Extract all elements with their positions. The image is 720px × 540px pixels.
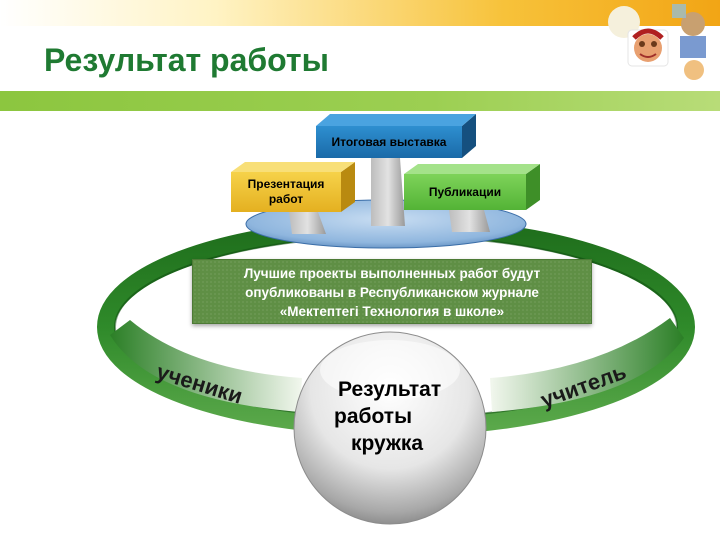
- center-line-1: Результат: [338, 378, 442, 401]
- block-publications-label: Публикации: [428, 184, 502, 199]
- callout-line-1: Лучшие проекты выполненных работ будут: [243, 266, 541, 281]
- center-line-2: работы: [334, 405, 413, 428]
- ring-band-left: [110, 320, 302, 412]
- block-exhibition-label: Итоговая выставка: [331, 134, 447, 149]
- callout-line-3: «Мектептегі Технология в школе»: [279, 304, 505, 319]
- ring-band-right: [490, 318, 684, 412]
- block-presentation-line1: Презентация: [247, 177, 325, 191]
- callout-line-2: опубликованы в Республиканском журнале: [245, 285, 539, 300]
- green-band: [0, 91, 720, 111]
- decorative-pictures: [608, 4, 706, 80]
- block-publications: Публикации: [404, 174, 526, 210]
- top-gradient-bar: [0, 0, 720, 26]
- callout-box: Лучшие проекты выполненных работ будут о…: [192, 259, 592, 324]
- block-presentation: Презентация работ: [231, 172, 341, 212]
- block-exhibition: Итоговая выставка: [316, 126, 462, 158]
- center-line-3: кружка: [351, 432, 424, 455]
- page-title: Результат работы: [44, 42, 329, 78]
- block-presentation-line2: работ: [268, 192, 304, 206]
- center-label: Результат работы кружка: [334, 376, 464, 457]
